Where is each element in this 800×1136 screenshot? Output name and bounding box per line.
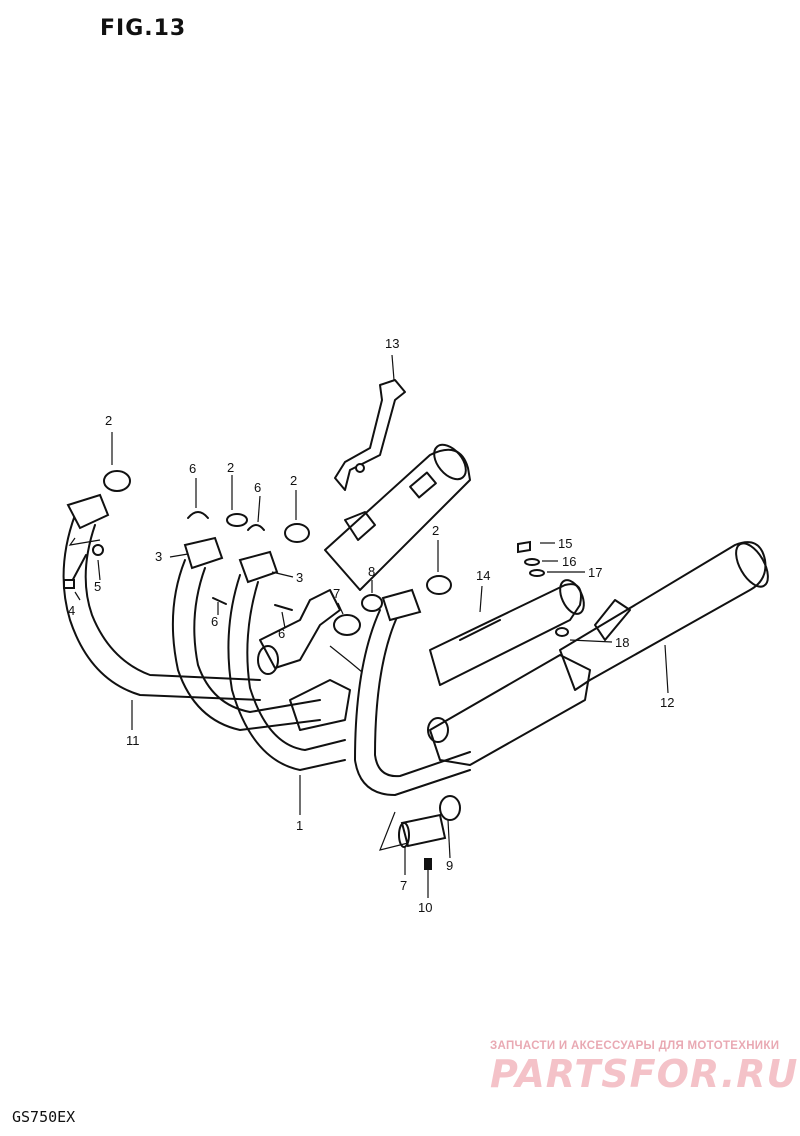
gasket-2-c[interactable] xyxy=(284,523,310,543)
callout-14: 14 xyxy=(476,568,490,583)
callout-9: 9 xyxy=(446,858,453,873)
exhaust-pipe-11[interactable] xyxy=(62,493,261,701)
watermark-brand: PARTSFOR.RU xyxy=(490,1052,799,1096)
callout-18: 18 xyxy=(615,635,629,650)
leader-lines xyxy=(68,354,669,898)
exhaust-pipe-center-left[interactable] xyxy=(171,536,321,731)
joint-7-upper[interactable] xyxy=(333,614,361,636)
muffler-12[interactable] xyxy=(559,538,774,691)
gasket-2-d[interactable] xyxy=(426,575,452,595)
exhaust-pipe-1[interactable] xyxy=(227,550,346,771)
clamp-6-b[interactable] xyxy=(247,524,265,531)
callout-15: 15 xyxy=(558,536,572,551)
callout-3-a: 3 xyxy=(155,549,162,564)
washer-17[interactable] xyxy=(529,569,545,577)
clamp-8[interactable] xyxy=(361,594,383,612)
collector-crossover[interactable] xyxy=(257,589,351,731)
gasket-2-a[interactable] xyxy=(103,470,131,492)
bolt-10[interactable] xyxy=(424,858,432,870)
washer-16[interactable] xyxy=(524,558,540,566)
callout-6-c: 6 xyxy=(211,614,218,629)
callout-13: 13 xyxy=(385,336,399,351)
model-code: GS750EX xyxy=(12,1108,76,1126)
bolt-15[interactable] xyxy=(517,540,531,554)
callout-2-c: 2 xyxy=(290,473,297,488)
clamp-6-c[interactable] xyxy=(212,597,227,605)
clamp-6-d[interactable] xyxy=(274,604,293,611)
callout-6-a: 6 xyxy=(189,461,196,476)
callout-8: 8 xyxy=(368,564,375,579)
callout-3-b: 3 xyxy=(296,570,303,585)
callout-12: 12 xyxy=(660,695,674,710)
bolt-4[interactable] xyxy=(63,554,87,589)
washer-5[interactable] xyxy=(92,544,104,556)
callout-11: 11 xyxy=(126,733,140,748)
figure-title: FIG.13 xyxy=(100,16,187,41)
callout-2-d: 2 xyxy=(432,523,439,538)
callout-2-a: 2 xyxy=(105,413,112,428)
callout-5: 5 xyxy=(94,579,101,594)
exhaust-pipe-right[interactable] xyxy=(354,588,471,796)
callout-10: 10 xyxy=(418,900,432,915)
callout-4: 4 xyxy=(68,603,75,618)
watermark-tagline: ЗАПЧАСТИ И АКСЕССУАРЫ ДЛЯ МОТОТЕХНИКИ xyxy=(490,1040,780,1052)
collector-rear[interactable] xyxy=(427,654,591,766)
callout-6-b: 6 xyxy=(254,480,261,495)
callout-17: 17 xyxy=(588,565,602,580)
callout-6-d: 6 xyxy=(278,626,285,641)
callout-7-b: 7 xyxy=(400,878,407,893)
callout-2-b: 2 xyxy=(227,460,234,475)
joint-7-lower[interactable] xyxy=(398,813,447,848)
callout-1: 1 xyxy=(296,818,303,833)
muffler-14[interactable] xyxy=(429,576,589,686)
callout-16: 16 xyxy=(562,554,576,569)
nut-18[interactable] xyxy=(555,627,569,637)
gasket-2-b[interactable] xyxy=(226,513,248,527)
callout-7-a: 7 xyxy=(333,586,340,601)
bracket-part-13[interactable] xyxy=(334,379,406,491)
clamp-6-a[interactable] xyxy=(187,511,209,519)
clamp-9[interactable] xyxy=(439,795,461,821)
muffler-left[interactable] xyxy=(324,439,472,591)
